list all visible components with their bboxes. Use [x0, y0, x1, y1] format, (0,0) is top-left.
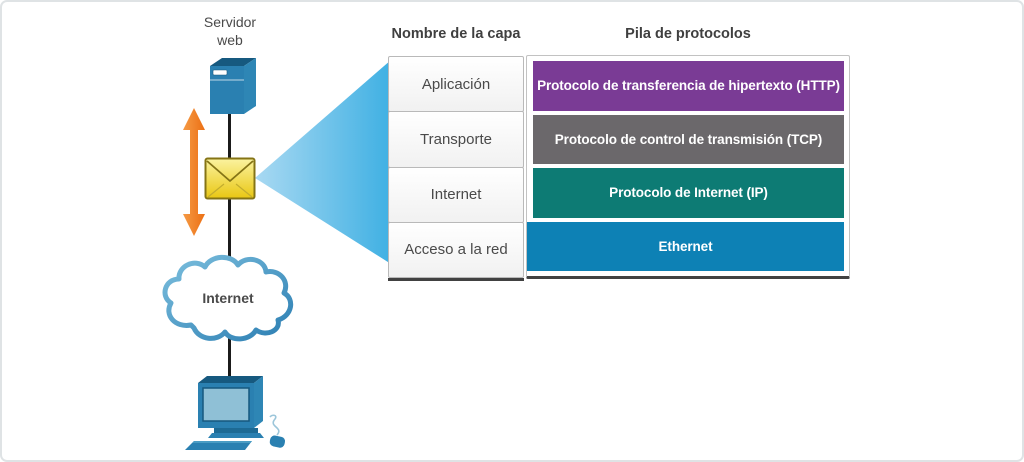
column-header-layer-name: Nombre de la capa	[391, 26, 521, 42]
up-down-arrow-icon	[183, 108, 205, 236]
layer-cell-aplicacion: Aplicación	[388, 56, 524, 113]
protocol-bar-ip: Protocolo de Internet (IP)	[533, 168, 844, 218]
server-label-line2: web	[217, 32, 243, 48]
message-envelope-icon	[204, 157, 256, 200]
internet-cloud-icon	[162, 254, 294, 342]
protocol-bar-ethernet: Ethernet	[527, 221, 844, 271]
projection-beam-shape	[255, 60, 391, 264]
cloud-label: Internet	[202, 290, 254, 306]
layer-cell-acceso-red: Acceso a la red	[388, 221, 524, 278]
layer-cell-transporte: Transporte	[388, 111, 524, 168]
server-label: Servidor web	[170, 13, 290, 49]
desktop-computer-icon	[185, 376, 286, 450]
protocol-bar-tcp: Protocolo de control de transmisión (TCP…	[533, 114, 844, 164]
network-link-line	[228, 112, 231, 384]
server-icon	[210, 58, 256, 114]
layer-name-column: Aplicación Transporte Internet Acceso a …	[388, 56, 524, 281]
protocol-stack-box: Protocolo de transferencia de hipertexto…	[526, 55, 850, 279]
internet-cloud: Internet	[158, 252, 298, 344]
server-label-line1: Servidor	[203, 14, 257, 30]
layer-cell-internet: Internet	[388, 166, 524, 223]
protocol-bar-http: Protocolo de transferencia de hipertexto…	[533, 61, 844, 111]
column-header-protocol-stack: Pila de protocolos	[625, 26, 751, 42]
